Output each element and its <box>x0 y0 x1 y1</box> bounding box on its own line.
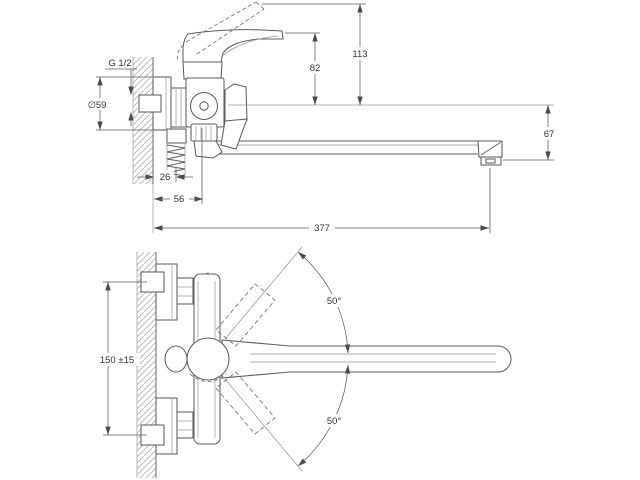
dim-thread-label: G 1/2 <box>108 58 131 69</box>
dim-thread: G 1/2 <box>105 58 137 126</box>
spout-swivel-dashed <box>215 283 276 435</box>
lever-handle-raised-dashed <box>176 1 265 63</box>
dim-flange-diameter-label: ∅59 <box>88 100 107 111</box>
dim-handle-height: 82 <box>285 32 324 105</box>
handle-knob-front <box>164 337 230 381</box>
swivel-angle-upper-label: 50° <box>327 296 342 307</box>
dim-mount-centers: 150 ±15 <box>95 281 147 436</box>
swivel-arc: 50° 50° <box>296 249 351 469</box>
swivel-ext-upper <box>224 246 303 340</box>
dim-handle-height-label: 82 <box>310 63 321 74</box>
hidden-edge-dashed <box>189 373 227 382</box>
dim-spout-drop-label: 67 <box>544 129 555 140</box>
dim-spout-drop: 67 <box>503 105 559 161</box>
dim-hose-offset: 26 <box>137 168 193 183</box>
dim-spout-reach: 377 <box>154 168 491 234</box>
dim-valve-center-label: 56 <box>174 194 185 205</box>
mixer-body <box>182 61 248 159</box>
front-view: 50° 50° 150 ±15 <box>95 246 512 478</box>
shower-hose-coil <box>166 128 187 177</box>
spout-side <box>214 140 503 166</box>
dim-valve-center: 56 <box>154 128 203 205</box>
dim-hose-offset-label: 26 <box>160 172 171 183</box>
spout-front <box>221 339 512 379</box>
dim-spout-reach-label: 377 <box>314 223 330 234</box>
swivel-angle-lower-label: 50° <box>327 416 342 427</box>
lever-handle <box>182 29 284 63</box>
dim-flange-diameter: ∅59 <box>84 76 152 131</box>
wall-mount-fittings <box>138 76 188 131</box>
swivel-ext-lower <box>224 378 303 472</box>
top-view: G 1/2 ∅59 82 113 <box>84 1 559 234</box>
dim-raised-handle-height-label: 113 <box>352 49 367 60</box>
dim-raised-handle-height: 113 <box>262 3 371 105</box>
wall-section <box>132 57 154 233</box>
dim-mount-centers-label: 150 ±15 <box>100 355 134 366</box>
